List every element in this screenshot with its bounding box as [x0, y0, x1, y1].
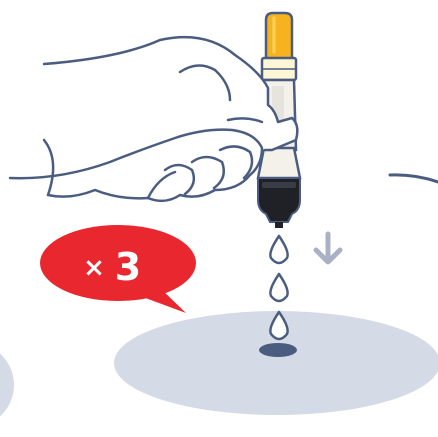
adjacent-step-curve [390, 175, 438, 182]
adjacent-well-partial-icon [0, 343, 14, 427]
liquid-drops [270, 236, 287, 339]
badge-count: 3 [115, 245, 141, 289]
liquid-drop-icon [270, 236, 287, 263]
repeat-count-badge: × 3 [40, 225, 196, 313]
hand-holding-dropper-icon [10, 37, 297, 201]
liquid-drop-icon [270, 274, 287, 301]
arrow-down-icon [316, 234, 340, 262]
badge-multiplier: × [83, 253, 105, 283]
sample-spot [259, 343, 297, 357]
